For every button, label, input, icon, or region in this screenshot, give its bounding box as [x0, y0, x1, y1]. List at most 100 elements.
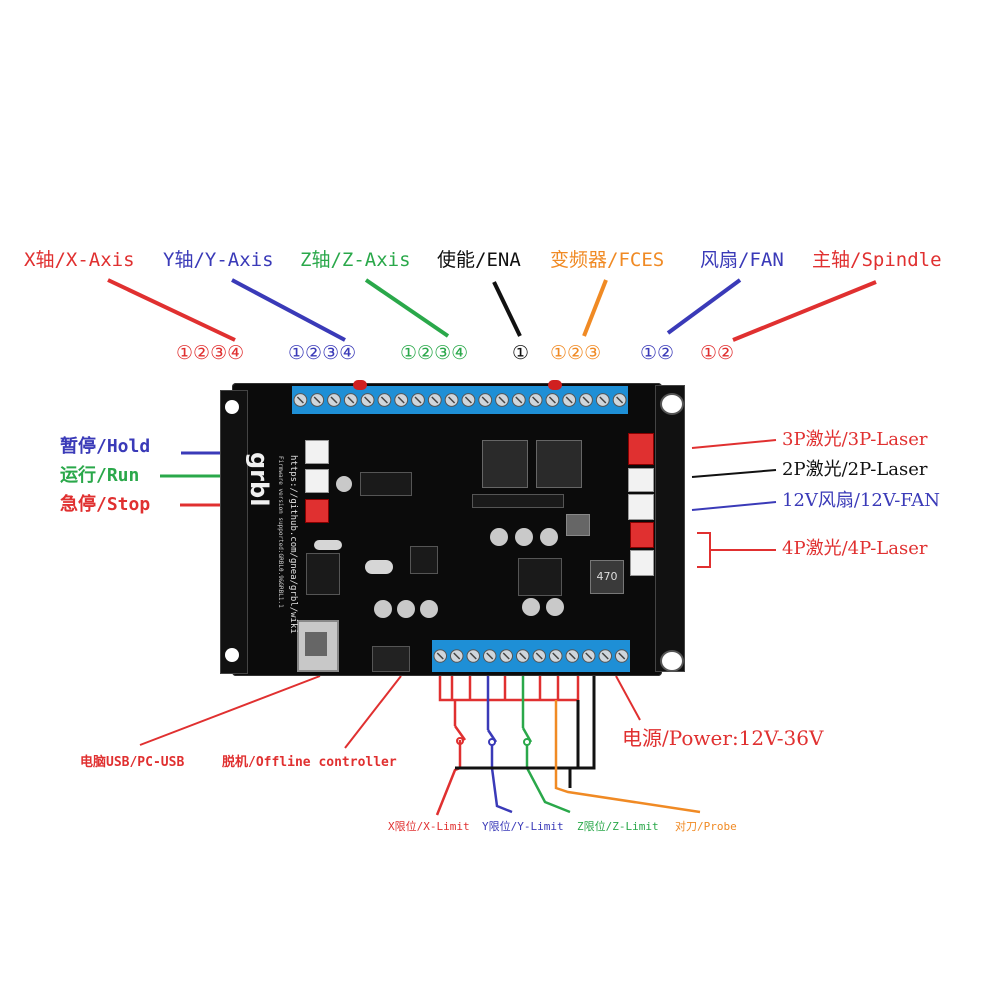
- fan-label: 风扇/FAN: [700, 249, 784, 271]
- terminal-screw-slot: [436, 652, 444, 660]
- y-limit-label: Y限位/Y-Limit: [482, 820, 564, 833]
- inductor: 470: [590, 560, 624, 594]
- capacitor: [336, 476, 352, 492]
- terminal-screw-slot: [313, 396, 321, 404]
- y-axis-label: Y轴/Y-Axis: [163, 249, 274, 271]
- x-axis-pins: ①②③④: [176, 342, 245, 364]
- terminal-screw-slot: [296, 396, 304, 404]
- offline-header[interactable]: [372, 646, 410, 672]
- terminal-screw-slot: [330, 396, 338, 404]
- terminal-screw-slot: [464, 396, 472, 404]
- terminal-screw-slot: [364, 396, 372, 404]
- mosfet-2: [536, 440, 582, 488]
- y-axis-leader: [231, 278, 346, 342]
- 2p-laser-leader: [691, 469, 777, 478]
- terminal-screw-slot: [448, 396, 456, 404]
- 12v-fan-label: 12V风扇/12V-FAN: [782, 490, 940, 511]
- board-firmware-note: Firmware version supported:GRBL0.9&GRBL1…: [277, 456, 284, 608]
- mount-hole-bottom: [660, 650, 684, 672]
- terminal-screw-slot: [601, 652, 609, 660]
- terminal-screw-slot: [552, 652, 560, 660]
- 3p-laser-connector[interactable]: [628, 433, 654, 465]
- x-axis-leader: [107, 278, 236, 342]
- ena-label: 使能/ENA: [437, 249, 521, 271]
- small-inductor: [566, 514, 590, 536]
- offline-controller-label: 脱机/Offline controller: [222, 755, 397, 770]
- ena-leader: [492, 281, 522, 337]
- run-connector[interactable]: [305, 469, 329, 493]
- top-led-left: [353, 380, 367, 390]
- power-leader: [615, 675, 641, 721]
- fces-leader: [582, 279, 608, 337]
- grbl-logo: grbl: [245, 452, 273, 507]
- terminal-screw-slot: [431, 396, 439, 404]
- terminal-screw-slot: [565, 396, 573, 404]
- 4p-laser-connector-a[interactable]: [630, 522, 654, 548]
- 12v-fan-connector[interactable]: [628, 494, 654, 520]
- regulator-chip: [518, 558, 562, 596]
- capacitor: [546, 598, 564, 616]
- terminal-screw-slot: [481, 396, 489, 404]
- stop-connector[interactable]: [305, 499, 329, 523]
- z-axis-pins: ①②③④: [400, 342, 469, 364]
- terminal-screw-slot: [397, 396, 405, 404]
- driver-chip: [360, 472, 412, 496]
- 4p-laser-connector-b[interactable]: [630, 550, 654, 576]
- top-led-right: [548, 380, 562, 390]
- x-axis-label: X轴/X-Axis: [24, 249, 135, 271]
- pc-usb-label: 电脑USB/PC-USB: [80, 755, 185, 770]
- terminal-screw-slot: [582, 396, 590, 404]
- left-rail: [220, 390, 248, 674]
- board-url: https://github.com/gnea/grbl/wiki: [288, 455, 298, 634]
- mosfet-1: [482, 440, 528, 488]
- capacitor: [540, 528, 558, 546]
- terminal-screw-slot: [414, 396, 422, 404]
- top-terminal-block: [292, 386, 628, 414]
- right-rail: [655, 385, 685, 672]
- mount-hole-top: [660, 393, 684, 415]
- terminal-screw-slot: [453, 652, 461, 660]
- 2p-laser-connector[interactable]: [628, 468, 654, 492]
- 4p-laser-label: 4P激光/4P-Laser: [782, 538, 928, 559]
- terminal-screw-slot: [535, 652, 543, 660]
- terminal-screw-slot: [498, 396, 506, 404]
- fces-label: 变频器/FCES: [550, 249, 665, 271]
- terminal-screw-slot: [469, 652, 477, 660]
- capacitor: [490, 528, 508, 546]
- bottom-terminal-block: [432, 640, 630, 672]
- spindle-leader: [732, 280, 877, 342]
- terminal-screw-slot: [618, 652, 626, 660]
- z-axis-label: Z轴/Z-Axis: [300, 249, 411, 271]
- terminal-screw-slot: [532, 396, 540, 404]
- hold-connector[interactable]: [305, 440, 329, 464]
- usb-leader: [139, 675, 321, 746]
- terminal-screw-slot: [519, 652, 527, 660]
- terminal-screw-slot: [568, 652, 576, 660]
- capacitor: [522, 598, 540, 616]
- terminal-screw-slot: [515, 396, 523, 404]
- fces-pins: ①②③: [550, 342, 602, 364]
- terminal-screw-slot: [380, 396, 388, 404]
- capacitor: [374, 600, 392, 618]
- resistor-array: [472, 494, 564, 508]
- spindle-label: 主轴/Spindle: [812, 249, 942, 271]
- stop-label: 急停/Stop: [60, 494, 151, 515]
- power-label: 电源/Power:12V-36V: [622, 726, 824, 750]
- terminal-screw-slot: [486, 652, 494, 660]
- 2p-laser-label: 2P激光/2P-Laser: [782, 459, 928, 480]
- fan-leader: [666, 278, 742, 335]
- probe-label: 对刀/Probe: [675, 820, 737, 833]
- terminal-screw-slot: [616, 396, 624, 404]
- 4p-laser-bracket: [697, 532, 776, 568]
- offline-leader: [344, 675, 402, 749]
- crystal: [365, 560, 393, 574]
- crystal-small: [314, 540, 342, 550]
- z-limit-label: Z限位/Z-Limit: [577, 820, 659, 833]
- spindle-pins: ①②: [700, 342, 735, 364]
- ena-pins: ①: [512, 342, 530, 364]
- fan-pins: ①②: [640, 342, 675, 364]
- terminal-screw-slot: [502, 652, 510, 660]
- capacitor: [420, 600, 438, 618]
- mount-hole-left-bottom: [225, 648, 239, 662]
- 3p-laser-label: 3P激光/3P-Laser: [782, 429, 928, 450]
